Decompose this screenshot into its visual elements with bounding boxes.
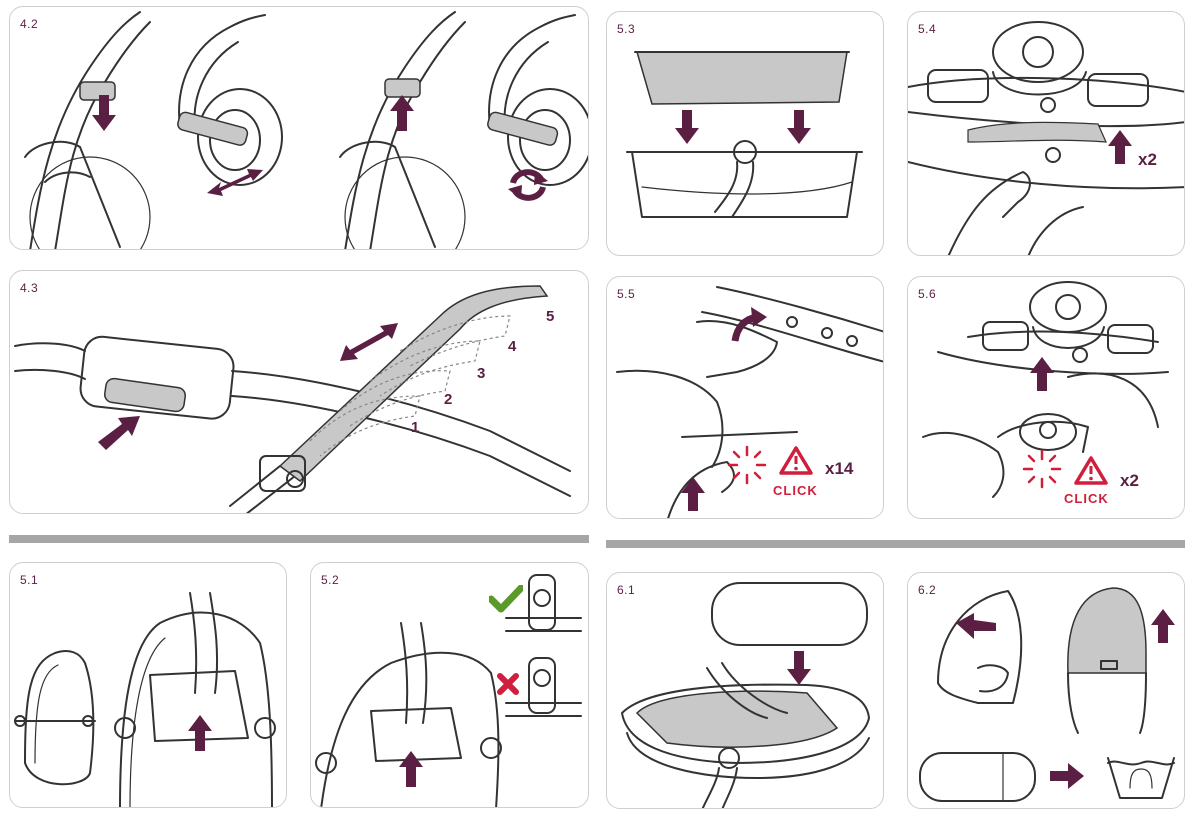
arrow-up-icon [399,751,423,787]
arrow-up-icon [188,715,212,751]
panel-5-3: 5.3 [606,11,884,256]
panel-4-2: 4.2 [9,6,589,250]
arrow-down-icon [675,110,699,144]
arrow-up-icon [1108,130,1132,164]
double-arrow-icon [340,323,398,361]
illustration-5-2 [315,574,582,807]
click-label: CLICK [773,483,818,498]
arrow-up-icon [1151,609,1175,643]
section-divider [606,540,1185,548]
warning-icon [1074,456,1108,485]
illustration-5-3 [626,51,863,218]
illustration-4-3 [14,285,571,513]
arrow-right-icon [1050,763,1084,789]
step-number: 5.4 [918,22,937,36]
check-icon [489,585,523,613]
step-number: 5.1 [20,573,39,587]
arrow-down-icon [92,95,116,131]
arrow-down-icon [787,110,811,144]
position-label-5: 5 [546,308,555,325]
illustration-5-1 [14,592,276,807]
step-number: 5.6 [918,287,937,301]
arrow-left-icon [956,613,996,639]
panel-4-3: 4.3 1 2 3 4 5 [9,270,589,514]
position-label-4: 4 [508,338,517,355]
step-number: 4.2 [20,17,39,31]
panel-6-2: 6.2 [907,572,1185,809]
step-number: 4.3 [20,281,39,295]
arrow-up-icon [1030,357,1054,391]
arrow-down-icon [787,651,811,685]
panel-5-4: 5.4 x2 [907,11,1185,256]
warning-icon [779,446,813,475]
cross-icon [497,673,519,695]
repeat-count-label: x2 [1138,150,1157,169]
repeat-count-label: x2 [1120,471,1139,490]
step-number: 6.2 [918,583,937,597]
click-label: CLICK [1064,491,1109,506]
curved-arrow-icon [731,307,767,342]
panel-5-5: 5.5 CLICK x14 [606,276,884,519]
position-label-3: 3 [477,365,486,382]
illustration-5-5 [616,286,883,518]
step-number: 5.3 [617,22,636,36]
illustration-5-4 [908,21,1184,255]
illustration-5-6 [922,281,1169,498]
position-label-1: 1 [411,419,420,436]
step-number: 5.2 [321,573,340,587]
step-number: 5.5 [617,287,636,301]
arrow-up-icon [681,477,705,511]
arrow-up-right-icon [98,416,140,450]
illustration-6-2 [919,587,1175,802]
rotate-icon [508,169,548,201]
step-number: 6.1 [617,583,636,597]
panel-5-1: 5.1 [9,562,287,808]
section-divider [9,535,589,543]
click-burst-icon [1022,449,1062,489]
click-burst-icon [727,445,767,485]
arrow-up-icon [390,95,414,131]
repeat-count-label: x14 [825,459,854,478]
panel-5-2: 5.2 [310,562,589,808]
position-label-2: 2 [444,391,453,408]
illustration-6-1 [621,582,870,808]
panel-5-6: 5.6 CLICK x2 [907,276,1185,519]
double-arrow-icon [207,169,263,196]
panel-6-1: 6.1 [606,572,884,809]
